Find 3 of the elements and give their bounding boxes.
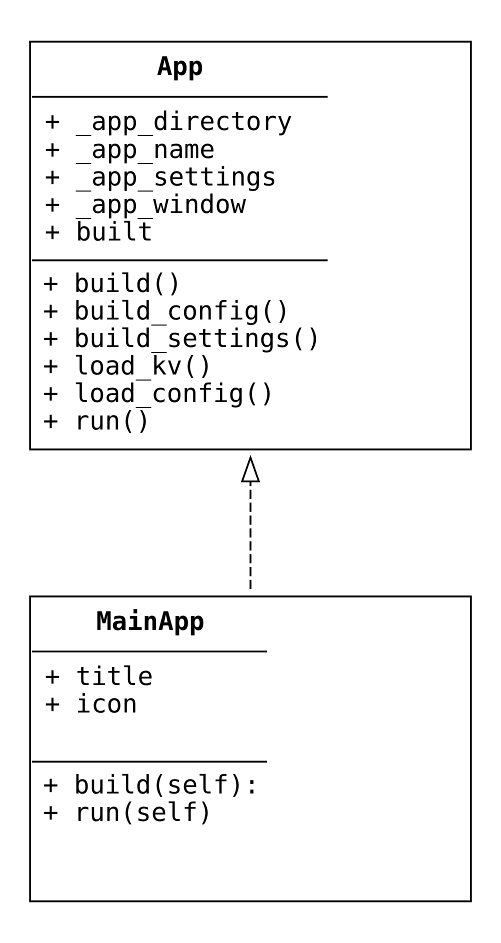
arrow bbox=[240, 454, 260, 589]
node-box: App + _app_directory + _app_name + _app_settings + _app_window + built + build() + build_config() + build_settings() + load_kv() + load_config() + run() bbox=[29, 40, 472, 450]
node-box: MainApp + title + icon + build(self): + run(self) bbox=[29, 595, 472, 902]
